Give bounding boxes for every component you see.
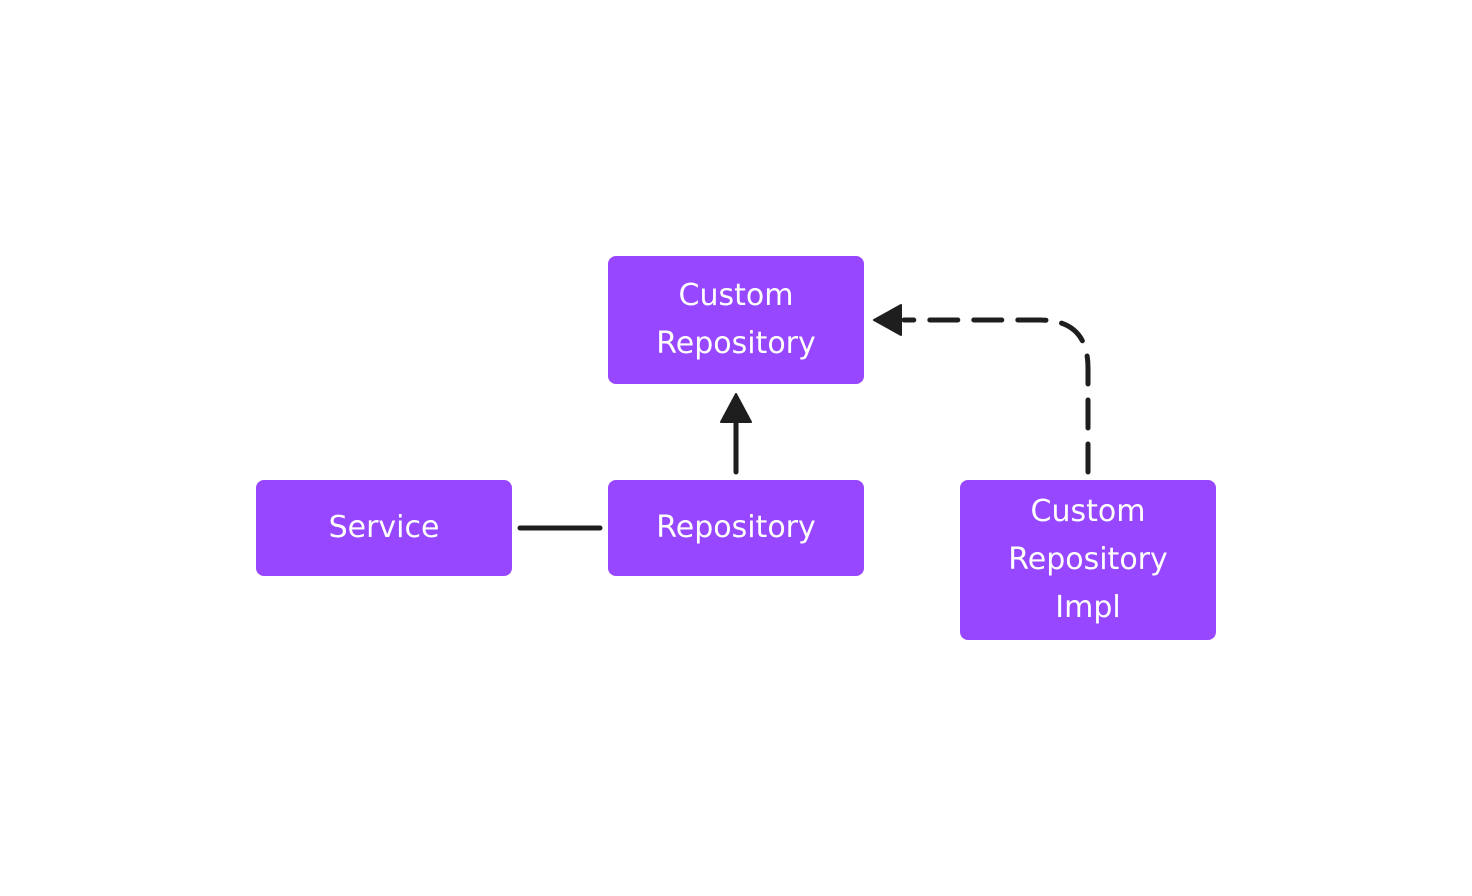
arrowhead-up-icon <box>720 393 752 423</box>
custom-repository-impl-label-line-2: Repository <box>1008 542 1168 577</box>
custom-repository-node[interactable]: Custom Repository <box>608 256 864 384</box>
custom-repository-impl-node[interactable]: Custom Repository Impl <box>960 480 1216 640</box>
edge-custom-repository-impl-to-custom-repository <box>901 317 1091 475</box>
custom-repository-label-line-1: Custom <box>678 278 794 313</box>
custom-repository-impl-label-line-1: Custom <box>1030 494 1146 529</box>
custom-repository-impl-label-line-3: Impl <box>1055 590 1121 625</box>
arrowhead-left-icon <box>873 304 902 336</box>
repository-label: Repository <box>656 510 816 545</box>
service-node[interactable]: Service <box>256 480 512 576</box>
service-label: Service <box>328 510 440 545</box>
custom-repository-label-line-2: Repository <box>656 326 816 361</box>
repository-node[interactable]: Repository <box>608 480 864 576</box>
